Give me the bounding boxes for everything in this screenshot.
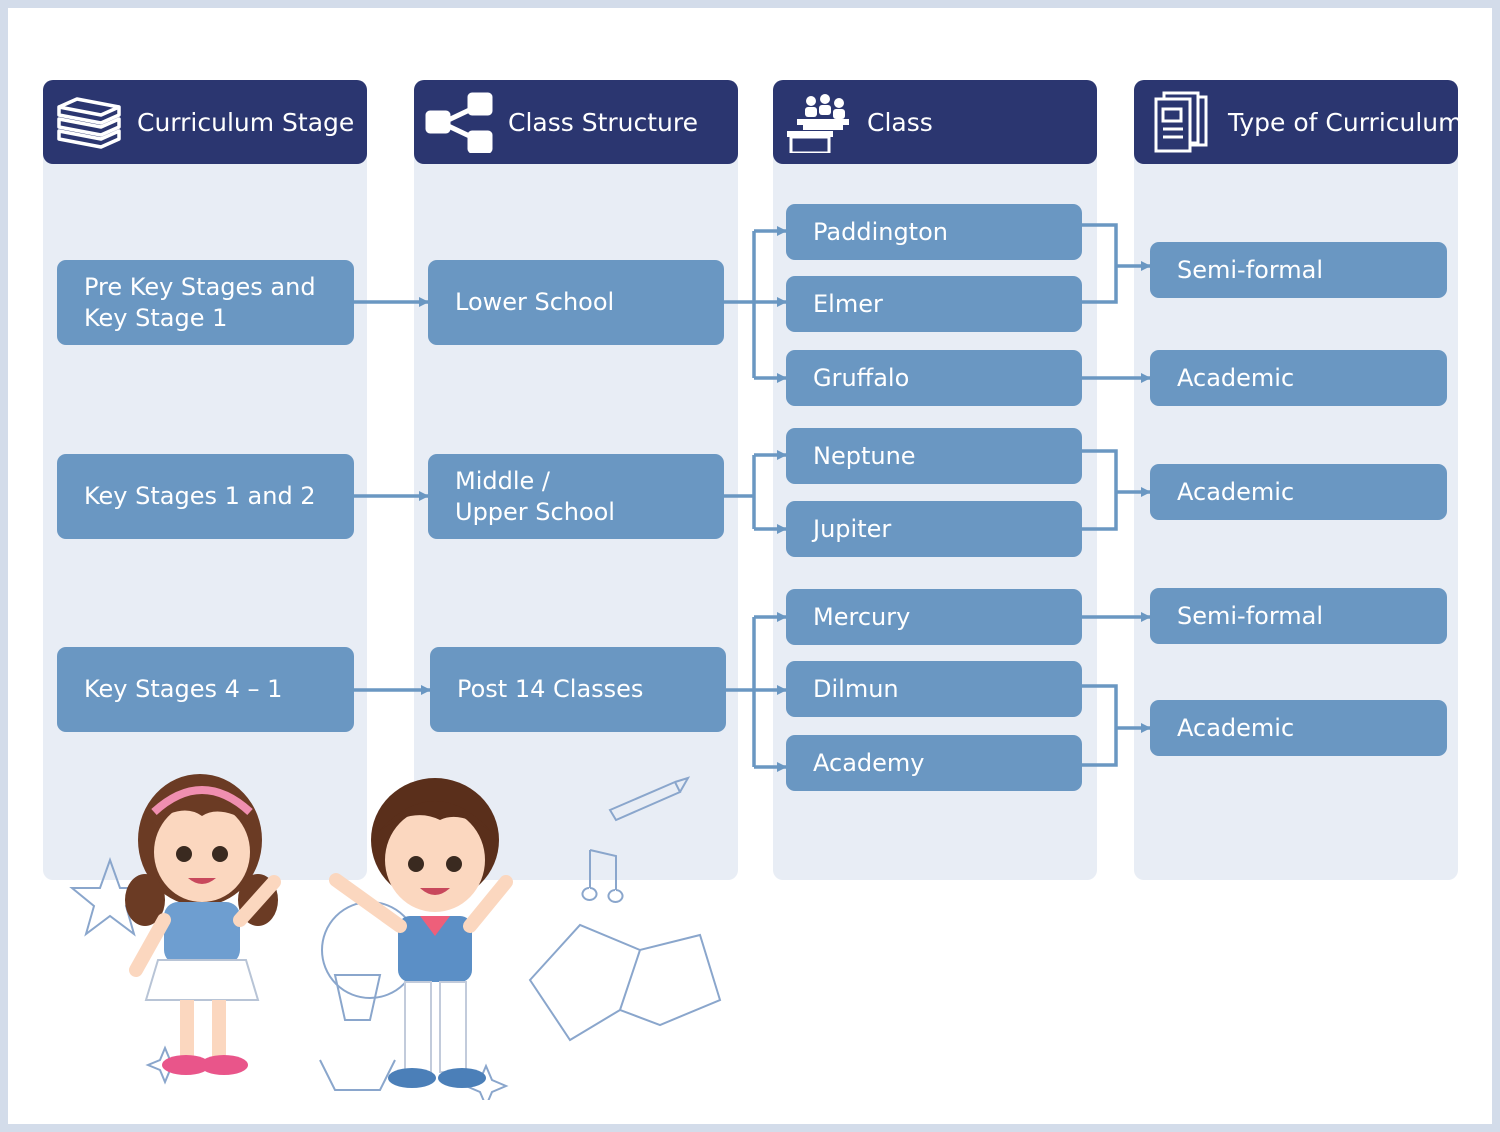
header-title: Type of Curriculum [1228, 107, 1463, 137]
structure-node: Post 14 Classes [430, 647, 726, 732]
header-title: Class Structure [508, 107, 699, 137]
stage-node: Pre Key Stages and Key Stage 1 [57, 260, 354, 345]
stage-node: Key Stages 4 – 1 [57, 647, 354, 732]
music-note-doodle [581, 849, 624, 903]
curriculum-node: Academic [1150, 700, 1447, 756]
pencil-doodle [608, 776, 691, 822]
structure-node: Lower School [428, 260, 724, 345]
documents-icon [1154, 91, 1208, 153]
share-nodes-icon [425, 92, 493, 153]
structure-node: Middle / Upper School [428, 454, 724, 539]
header-class-structure: Class Structure [414, 80, 738, 164]
class-node: Dilmun [786, 661, 1082, 717]
class-node: Jupiter [786, 501, 1082, 557]
curriculum-node: Academic [1150, 464, 1447, 520]
class-node: Neptune [786, 428, 1082, 484]
boy-character [329, 778, 513, 1088]
curriculum-node: Semi-formal [1150, 242, 1447, 298]
class-node: Elmer [786, 276, 1082, 332]
class-node: Mercury [786, 589, 1082, 645]
open-book-doodle [528, 923, 722, 1042]
curriculum-node: Semi-formal [1150, 588, 1447, 644]
girl-character [125, 774, 281, 1075]
header-title: Class [867, 107, 933, 137]
curriculum-node: Academic [1150, 350, 1447, 406]
classroom-icon [787, 94, 849, 153]
class-node: Gruffalo [786, 350, 1082, 406]
books-icon [57, 97, 121, 149]
header-type-of-curriculum: Type of Curriculum [1134, 80, 1463, 164]
header-title: Curriculum Stage [137, 107, 355, 137]
header-class: Class [773, 80, 1097, 164]
header-curriculum-stage: Curriculum Stage [43, 80, 367, 164]
class-node: Paddington [786, 204, 1082, 260]
trophy-doodle [319, 974, 396, 1091]
stage-node: Key Stages 1 and 2 [57, 454, 354, 539]
sparkle-doodle [463, 1063, 509, 1100]
class-node: Academy [786, 735, 1082, 791]
children-cartoon-illustration [69, 774, 722, 1100]
